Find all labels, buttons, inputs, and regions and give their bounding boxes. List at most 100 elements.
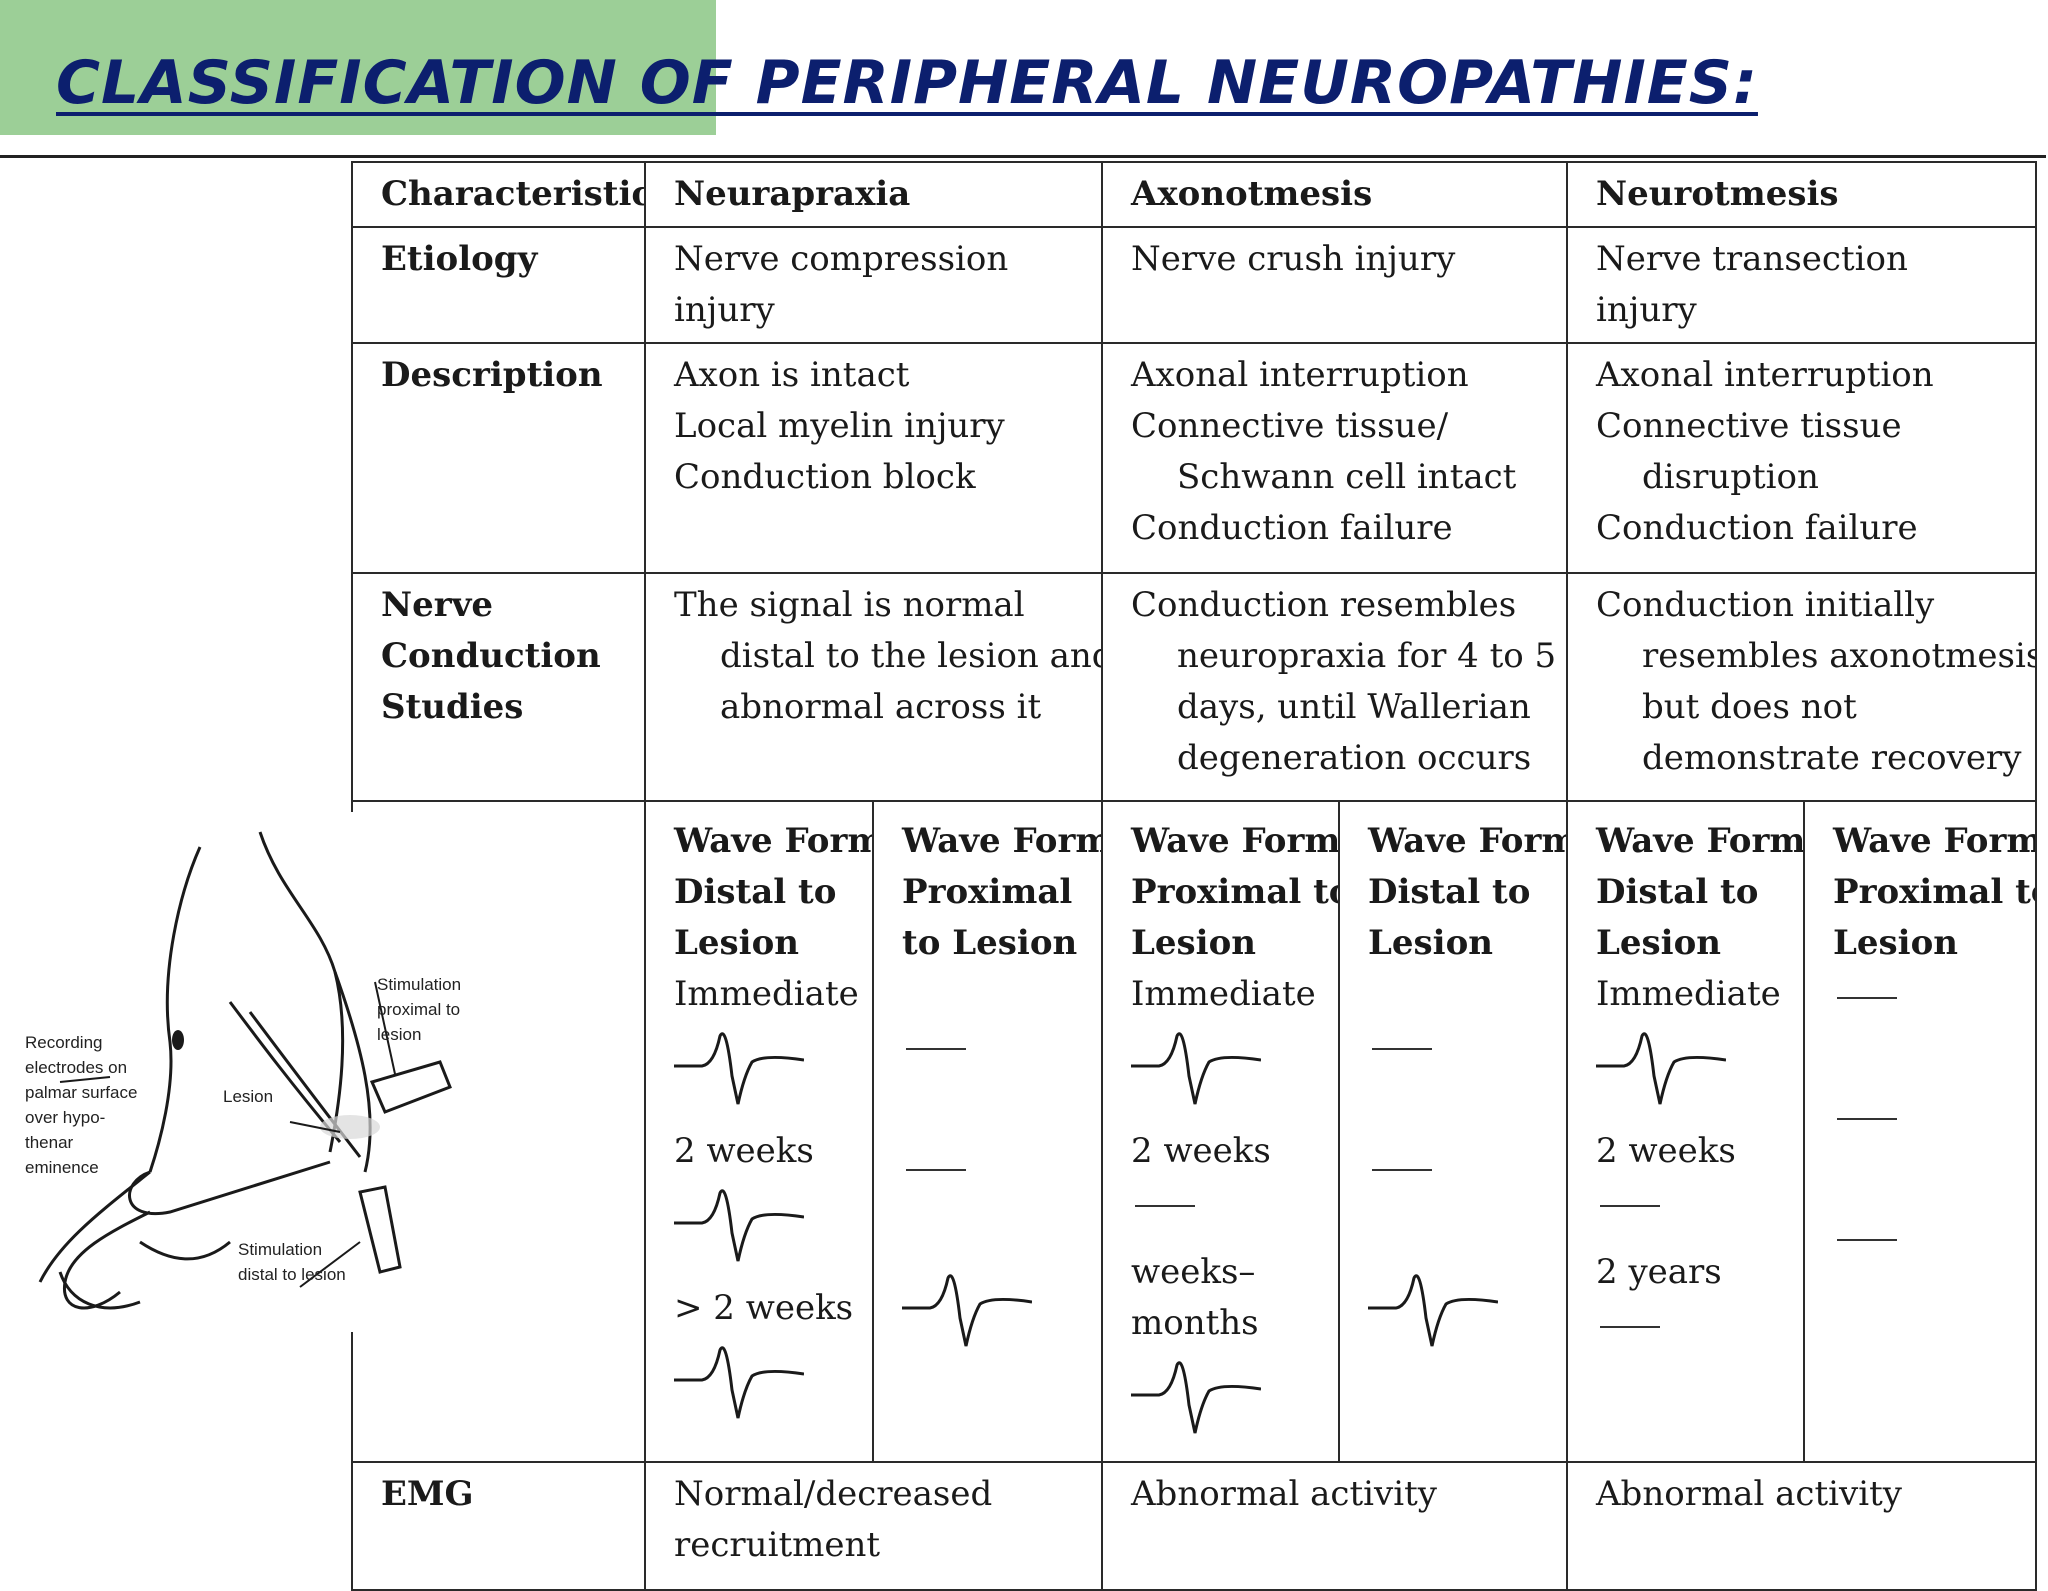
table-frame [0, 155, 2046, 1539]
no-signal-dash [1600, 1205, 1660, 1207]
time-label: 2 years [1596, 1252, 1722, 1292]
no-signal-dash [1837, 1118, 1897, 1120]
time-label: weeks– [1131, 1252, 1256, 1292]
text-line: Conduction block [674, 457, 976, 497]
text-line: Normal/decreased [674, 1474, 993, 1514]
waveform-icon [1368, 1274, 1498, 1347]
row-label-etiology: Etiology [351, 226, 646, 344]
text-line: neuropraxia for 4 to 5 [1177, 636, 1557, 676]
waveform-heading: Lesion [1368, 923, 1493, 963]
text-line: Schwann cell intact [1177, 457, 1517, 497]
ncs-neurotmesis: Conduction initially resembles axonotmes… [1565, 572, 2038, 802]
no-signal-dash [906, 1048, 966, 1050]
text-line: Conduction failure [1596, 508, 1918, 548]
emg-row: EMG Normal/decreased recruitment Abnorma… [351, 1461, 2038, 1591]
waveform-neurapraxia-proximal: Wave Form Proximal to Lesion [872, 800, 1103, 1463]
text-line: Stimulation [377, 975, 462, 994]
text-line: Axonal interruption [1596, 355, 1934, 395]
text-line: Conduction resembles [1131, 585, 1517, 625]
description-neurotmesis: Axonal interruption Connective tissue di… [1565, 342, 2038, 574]
title-highlight-bar [0, 0, 716, 135]
header-neurotmesis: Neurotmesis [1565, 161, 2038, 228]
description-axonotmesis: Axonal interruption Connective tissue/ S… [1101, 342, 1568, 574]
waveform-heading: Distal to [1596, 872, 1759, 912]
recording-electrodes-label: Recording electrodes on palmar surface o… [25, 1030, 137, 1180]
ncs-neurapraxia: The signal is normal distal to the lesio… [644, 572, 1103, 802]
no-signal-dash [1135, 1205, 1195, 1207]
text-line: Connective tissue/ [1131, 406, 1449, 446]
waveform-heading: Proximal to [1833, 872, 2037, 912]
text-line: Recording [25, 1033, 103, 1052]
waveform-neurotmesis-proximal: Wave Form Proximal to Lesion [1802, 800, 2038, 1463]
waveform-heading: Distal to [674, 872, 837, 912]
time-label: months [1131, 1303, 1259, 1343]
waveform-icon [674, 1189, 804, 1262]
text-line: resembles axonotmesis, [1642, 636, 2037, 676]
text-line: proximal to [377, 1000, 461, 1019]
time-label: Immediate [1131, 974, 1316, 1014]
waveform-axonotmesis-proximal: Wave Form Proximal to Lesion Immediate 2… [1101, 800, 1340, 1463]
stimulation-proximal-label: Stimulation proximal to lesion [377, 972, 461, 1047]
text-line: days, until Wallerian [1177, 687, 1531, 727]
text-line: distal to the lesion and [720, 636, 1102, 676]
no-signal-dash [906, 1169, 966, 1171]
text-line: Conduction failure [1131, 508, 1453, 548]
spacer [1368, 1211, 1556, 1262]
text-line: degeneration occurs [1177, 738, 1532, 778]
stimulation-distal-label: Stimulation distal to lesion [238, 1237, 346, 1287]
header-row: Characteristics Neurapraxia Axonotmesis … [351, 161, 2038, 228]
waveform-icon [902, 1274, 1032, 1347]
text-line: Axon is intact [674, 355, 910, 395]
no-signal-dash [1372, 1048, 1432, 1050]
text-line: Stimulation [238, 1240, 323, 1259]
spacer [1368, 1090, 1556, 1141]
text-line: palmar surface [25, 1083, 138, 1102]
etiology-axonotmesis: Nerve crush injury [1101, 226, 1568, 344]
text-line: but does not [1642, 687, 1857, 727]
text-line: Conduction initially [1596, 585, 1935, 625]
text-line: disruption [1642, 457, 1819, 497]
waveform-neurotmesis-distal: Wave Form Distal to Lesion Immediate 2 w… [1566, 800, 1805, 1463]
waveform-heading: Lesion [1131, 923, 1256, 963]
waveform-heading: Lesion [674, 923, 799, 963]
waveform-heading: Wave Form [1368, 821, 1567, 861]
description-neurapraxia: Axon is intact Local myelin injury Condu… [644, 342, 1103, 574]
no-signal-dash [1600, 1326, 1660, 1328]
time-label: > 2 weeks [674, 1288, 854, 1328]
waveform-axonotmesis-distal: Wave Form Distal to Lesion [1338, 800, 1568, 1463]
text-line: Studies [381, 687, 524, 727]
row-label-description: Description [351, 342, 646, 574]
header-characteristics: Characteristics [351, 161, 646, 228]
waveform-heading: Distal to [1368, 872, 1531, 912]
waveform-heading: Proximal [902, 872, 1073, 912]
row-label-nerve-conduction-studies: Nerve Conduction Studies [351, 572, 646, 802]
waveform-heading: to Lesion [902, 923, 1078, 963]
header-neurapraxia: Neurapraxia [644, 161, 1103, 228]
waveform-heading: Lesion [1596, 923, 1721, 963]
text-line: lesion [377, 1025, 422, 1044]
waveform-heading: Wave Form [1833, 821, 2037, 861]
etiology-row: Etiology Nerve compression injury Nerve … [351, 226, 2038, 344]
spacer [902, 1090, 1091, 1141]
waveform-heading: Proximal to [1131, 872, 1339, 912]
text-line: Local myelin injury [674, 406, 1005, 446]
text-line: thenar [25, 1133, 74, 1152]
nerve-conduction-row: Nerve Conduction Studies The signal is n… [351, 572, 2038, 802]
waveform-heading: Wave Form [674, 821, 873, 861]
spacer [1833, 1039, 2025, 1090]
waveform-icon [1131, 1032, 1261, 1105]
text-line: distal to lesion [238, 1265, 346, 1284]
nerve-conduction-study-illustration: Recording electrodes on palmar surface o… [0, 812, 545, 1332]
text-line: Connective tissue [1596, 406, 1902, 446]
nipple-mark [172, 1030, 184, 1050]
text-line: eminence [25, 1158, 99, 1177]
etiology-neurotmesis: Nerve transection injury [1565, 226, 2038, 344]
spacer [1833, 1160, 2025, 1211]
spacer [902, 969, 1091, 1020]
spacer [1368, 969, 1556, 1020]
emg-neurapraxia: Normal/decreased recruitment [644, 1461, 1103, 1591]
waveform-heading: Wave Form [1596, 821, 1804, 861]
waveform-neurapraxia-distal: Wave Form Distal to Lesion Immediate 2 w… [644, 800, 874, 1463]
text-line: demonstrate recovery [1642, 738, 2022, 778]
lesion-mark [320, 1115, 380, 1139]
